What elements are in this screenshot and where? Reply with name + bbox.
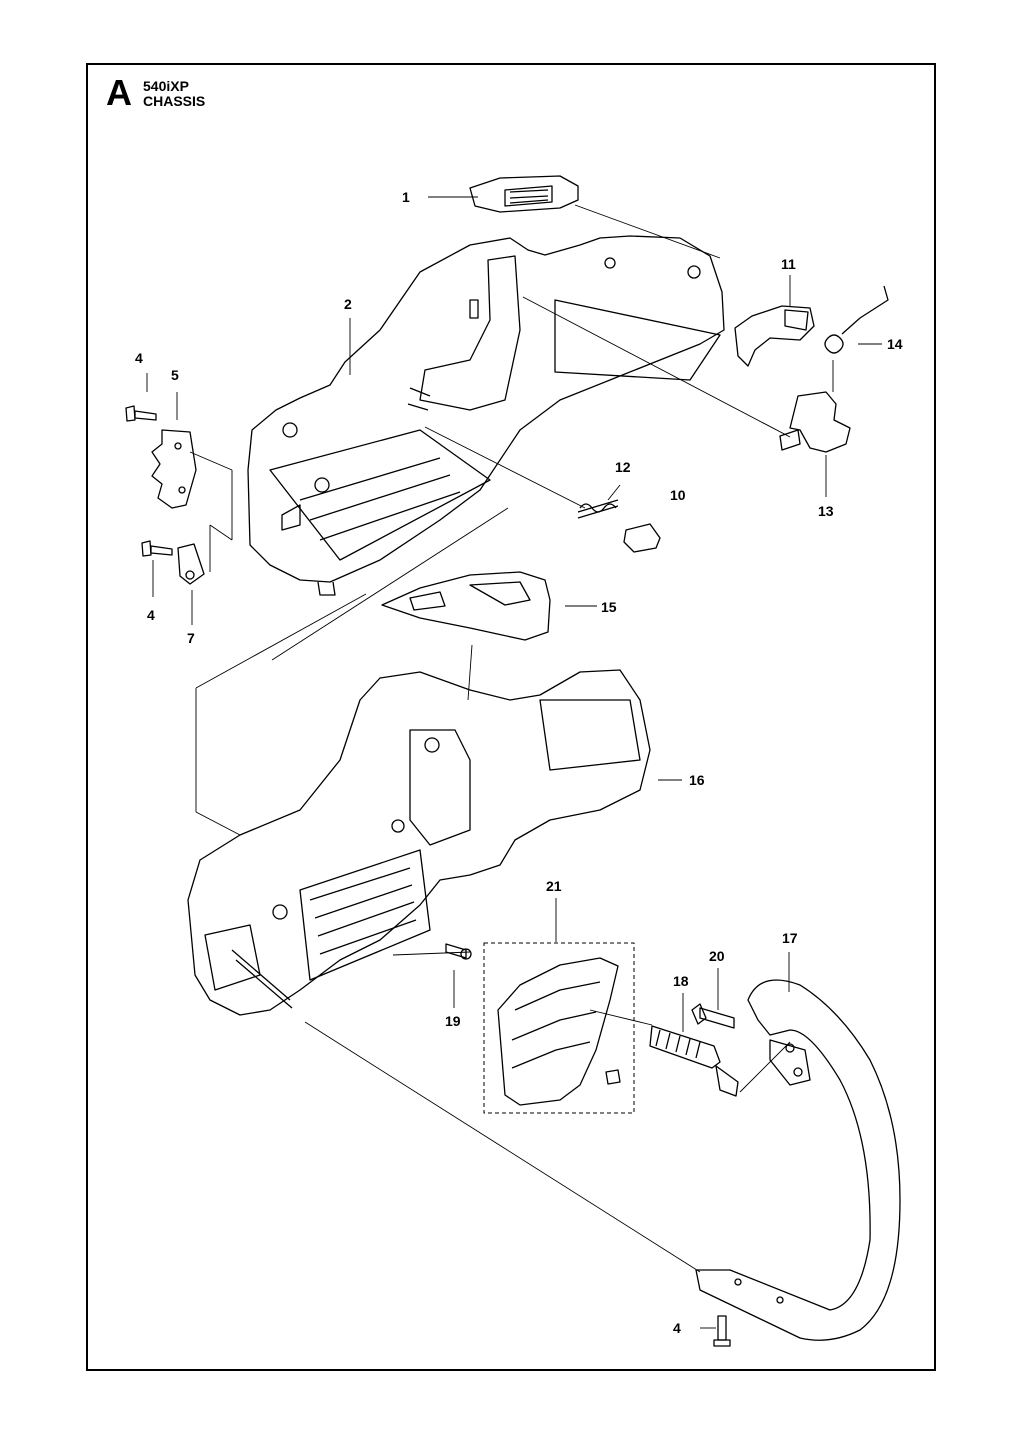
part-20-bolt — [691, 1003, 735, 1029]
drawing-frame — [86, 63, 936, 1371]
callout-11: 11 — [781, 256, 796, 272]
part-13-trigger — [779, 391, 851, 453]
callout-4: 4 — [673, 1320, 681, 1336]
part-7-bracket — [177, 543, 205, 585]
part-14-spring — [824, 285, 889, 354]
part-18-chain-catcher — [649, 1025, 739, 1097]
callout-18: 18 — [673, 973, 689, 989]
part-19-screw — [445, 943, 472, 960]
callout-14: 14 — [887, 336, 903, 352]
part-1-lever — [469, 175, 579, 213]
callout-19: 19 — [445, 1013, 461, 1029]
callout-5: 5 — [171, 367, 179, 383]
callout-12: 12 — [615, 459, 631, 475]
diagram-title: CHASSIS — [143, 93, 206, 109]
part-17-front-handle — [695, 979, 901, 1341]
callout-20: 20 — [709, 948, 725, 964]
part-5-bumper-spike — [151, 429, 197, 509]
callout-4: 4 — [135, 350, 143, 366]
part-16-main-housing — [187, 669, 651, 1016]
callout-15: 15 — [601, 599, 617, 615]
part-12-spring — [577, 499, 619, 519]
callout-21: 21 — [546, 878, 562, 894]
callout-13: 13 — [818, 503, 834, 519]
callout-17: 17 — [782, 930, 798, 946]
part-21-group-box — [483, 942, 635, 1114]
callout-7: 7 — [187, 630, 195, 646]
callout-4: 4 — [147, 607, 155, 623]
callout-16: 16 — [689, 772, 705, 788]
part-2-upper-housing — [247, 235, 725, 596]
part-21-side-cover — [497, 957, 621, 1106]
part-4-screws — [125, 405, 731, 1347]
part-11-trigger-lever — [734, 305, 815, 367]
callout-2: 2 — [344, 296, 352, 312]
callout-1: 1 — [402, 189, 410, 205]
section-letter: A — [106, 72, 132, 113]
part-10-block — [623, 523, 661, 553]
part-15-top-cover — [381, 571, 551, 641]
callout-10: 10 — [670, 487, 686, 503]
leader-lines — [146, 196, 882, 1329]
model-name: 540iXP — [143, 78, 189, 94]
